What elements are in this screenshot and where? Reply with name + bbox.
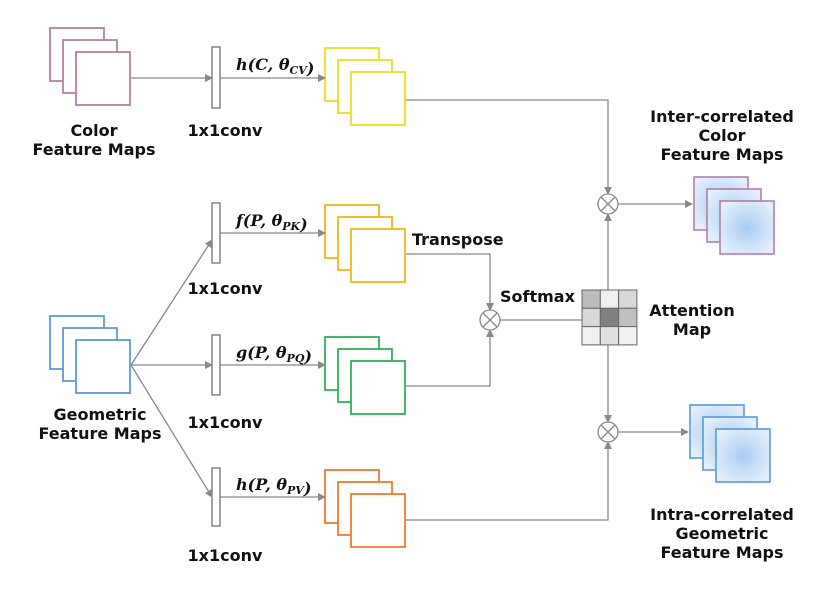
conv-bar-key [211,202,221,264]
inter-correlated-maps [693,176,775,255]
connectors [130,74,693,521]
attention-cell [618,289,638,309]
inter-label-3: Feature Maps [661,145,784,164]
intra-correlated-maps [689,404,771,483]
attention-map-grid [581,289,638,346]
geometric-label-2: Feature Maps [39,424,162,443]
branch-feature-maps-3 [324,469,406,548]
branch-function-label: h(C, θCV) [236,55,314,78]
inter-label-2: Color [698,126,745,145]
attention-label-2: Map [673,320,711,339]
multiply-op-inter [597,193,619,215]
feature-map [350,71,406,126]
attention-label-1: Attention [649,301,734,320]
attention-cell [599,307,620,328]
multiply-op-intra [597,421,619,443]
intra-label-3: Feature Maps [661,543,784,562]
intra-label-1: Intra-correlated [650,505,794,524]
feature-map [75,51,131,106]
attention-cell [618,326,638,346]
conv-label: 1x1conv [188,546,263,565]
feature-map [350,493,406,548]
feature-map [715,428,771,483]
geometric-label-1: Geometric [53,405,146,424]
conv-label: 1x1conv [188,413,263,432]
branch-feature-maps-2 [324,336,406,415]
attention-cell [581,326,601,346]
conv-label: 1x1conv [188,121,263,140]
conv-bar-color-v [211,46,221,109]
attention-cell [581,307,601,328]
branch-function-label: f(P, θPK) [235,211,308,234]
branch-function-label: h(P, θPV) [236,475,311,498]
multiply-op-attention [479,309,501,331]
conv-bar-query [211,334,221,396]
branch-feature-maps-0 [324,47,406,126]
branch-function-label: g(P, θPQ) [236,343,312,366]
color-label-1: Color [70,121,117,140]
geometric-feature-maps [49,315,131,394]
attention-cell [618,307,638,328]
color-label-2: Feature Maps [33,140,156,159]
feature-map [75,339,131,394]
feature-map [350,360,406,415]
conv-label: 1x1conv [188,279,263,298]
transpose-label: Transpose [412,230,504,249]
branch-feature-maps-1 [324,204,406,283]
color-feature-maps [49,27,131,106]
intra-label-2: Geometric [675,524,768,543]
inter-label-1: Inter-correlated [650,107,794,126]
conv-bar-geo-v [211,467,221,527]
softmax-label: Softmax [500,287,576,306]
feature-map [350,228,406,283]
attention-cell [581,289,601,309]
attention-cell [599,289,620,309]
attention-cell [599,326,620,346]
feature-map [719,200,775,255]
